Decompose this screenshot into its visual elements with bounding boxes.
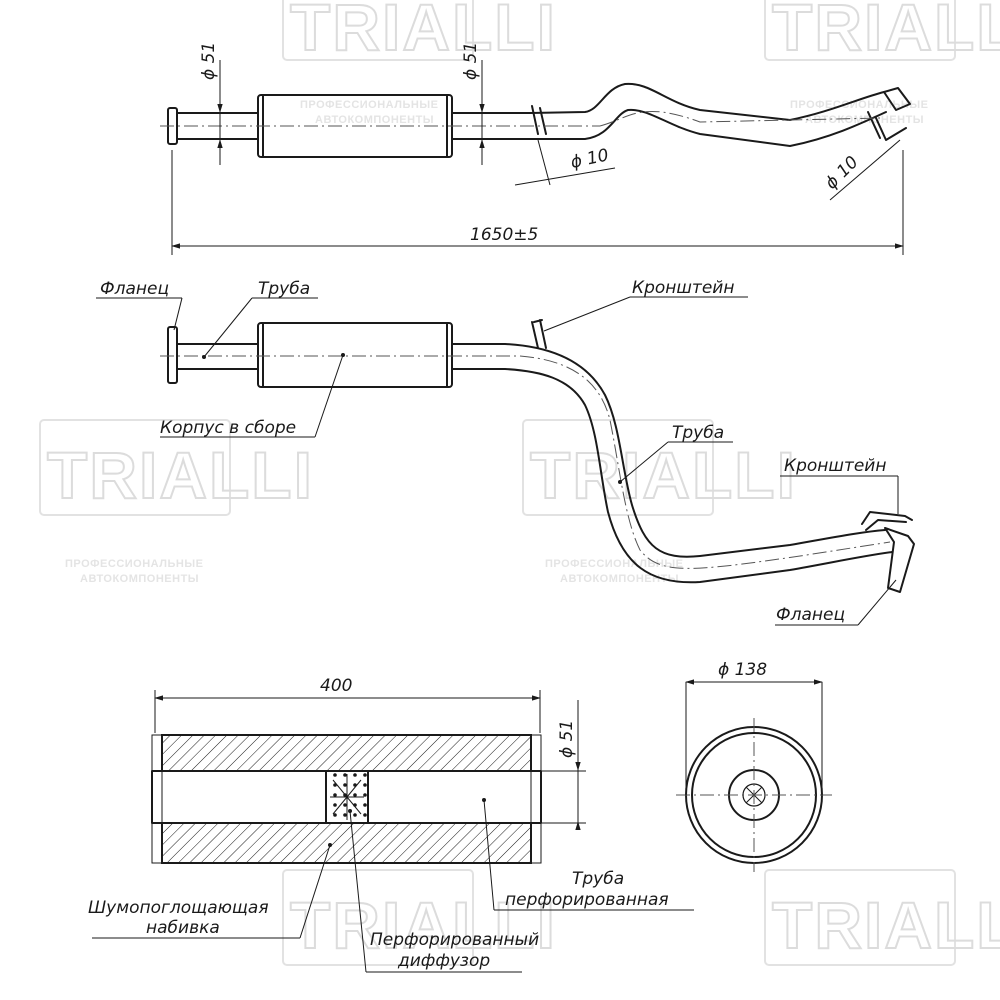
watermark-line1: ПРОФЕССИОНАЛЬНЫЕ [65,558,203,570]
label-diffuser-line2: диффузор [397,951,490,971]
dim-inlet-diameter: ϕ 51 [199,42,219,80]
dim-body-length: 400 [320,676,352,696]
watermark-bottom-right: TRIALLI [764,869,1000,966]
watermark-line2: АВТОКОМПОНЕНТЫ [80,573,199,585]
dim-overall-length: 1650±5 [470,225,538,245]
section-packing-top [161,734,532,772]
watermark-brand-text: TRIALLI [530,438,797,512]
watermark-brand-text: TRIALLI [772,0,1000,64]
watermark-brand-text: TRIALLI [772,888,1000,962]
watermark-bottom-left: TRIALLI [282,869,557,966]
label-bracket-front: Кронштейн [632,278,734,298]
watermark-top-sub: ПРОФЕССИОНАЛЬНЫЕ АВТОКОМПОНЕНТЫ ПРОФЕССИ… [300,99,928,126]
watermark-mid-left: TRIALLI ПРОФЕССИОНАЛЬНЫЕ АВТОКОМПОНЕНТЫ [39,419,314,585]
dim-outlet-diameter: ϕ 51 [461,42,481,80]
watermark-line2: АВТОКОМПОНЕНТЫ [805,114,924,126]
watermark-group: TRIALLI TRIALLI TRIALLI ПРОФЕССИОНАЛЬНЫЕ… [39,0,1000,966]
side-view: Фланец Труба Кронштейн Корпус в сборе Тр… [96,278,915,626]
label-flange-inlet: Фланец [100,279,169,299]
side-inlet-flange [167,326,178,384]
label-pipe-rear: Труба [672,423,724,443]
watermark-line1: ПРОФЕССИОНАЛЬНЫЕ [300,99,438,111]
watermark-brand-text: TRIALLI [47,438,314,512]
label-diffuser-line1: Перфорированный [370,930,539,950]
watermark-line1: ПРОФЕССИОНАЛЬНЫЕ [545,558,683,570]
watermark-line2: АВТОКОМПОНЕНТЫ [315,114,434,126]
label-packing-line2: набивка [146,918,220,938]
watermark-brand-text: TRIALLI [290,0,557,64]
watermark-mid-center: TRIALLI ПРОФЕССИОНАЛЬНЫЕ АВТОКОМПОНЕНТЫ [522,419,797,585]
watermark-top-left: TRIALLI [282,0,557,65]
dim-bracket2-diameter: ϕ 10 [821,152,862,193]
side-outlet-flange [884,527,915,593]
label-flange-outlet: Фланец [776,605,845,625]
side-bracket-rear [861,511,913,531]
section-view: 400 ϕ 51 Шумопоглощающая набивка Труба п… [88,676,694,973]
dim-pipe-diameter: ϕ 51 [557,720,577,758]
side-muffler-body [257,322,453,388]
watermark-line2: АВТОКОМПОНЕНТЫ [560,573,679,585]
top-rear-pipe [529,82,885,121]
watermark-brand-text: TRIALLI [290,888,557,962]
label-body-assembly: Корпус в сборе [160,418,296,438]
side-bracket-front [531,319,547,349]
top-view: ϕ 51 ϕ 51 ϕ 10 ϕ 10 1650±5 [160,42,911,255]
label-perforated-pipe-line1: Труба [572,869,624,889]
top-bracket-front [531,105,547,135]
label-bracket-rear: Кронштейн [784,456,886,476]
section-packing-bottom [161,822,532,864]
label-packing-line1: Шумопоглощающая [88,898,269,918]
top-outlet-flange [883,87,911,111]
dim-bracket1-diameter: ϕ 10 [569,145,611,173]
end-view: ϕ 138 [676,660,832,872]
label-pipe-inlet: Труба [258,279,310,299]
dim-body-diameter: ϕ 138 [718,660,767,680]
watermark-line1: ПРОФЕССИОНАЛЬНЫЕ [790,99,928,111]
watermark-top-right: TRIALLI [764,0,1000,65]
side-rear-pipe [451,343,886,558]
label-perforated-pipe-line2: перфорированная [505,890,669,910]
